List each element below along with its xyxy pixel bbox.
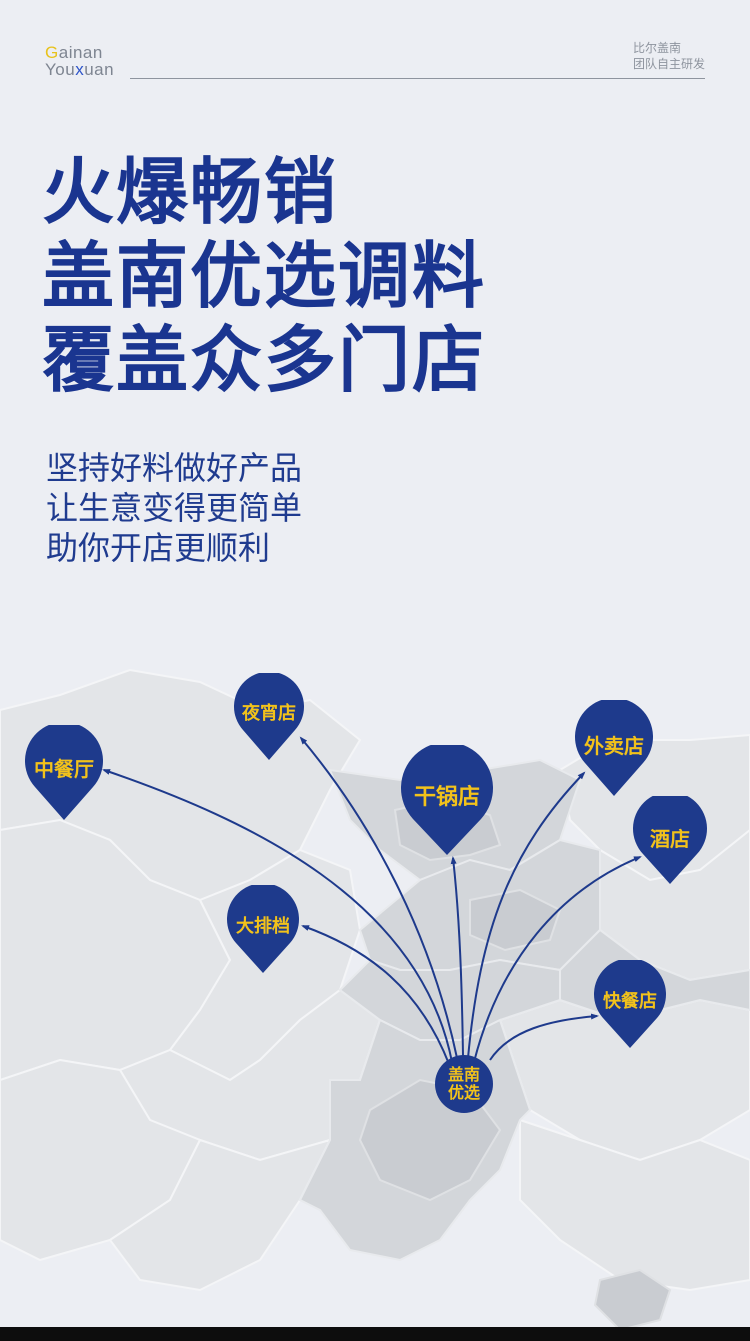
tagline-line-2: 团队自主研发 bbox=[632, 57, 705, 71]
map-pin-icon bbox=[575, 700, 653, 796]
pin-yexiaodian[interactable]: 夜宵店 bbox=[234, 673, 304, 760]
origin-gainan-youxuan[interactable]: 盖南 优选 bbox=[434, 1054, 494, 1114]
pin-dapaidang[interactable]: 大排档 bbox=[227, 885, 299, 973]
pin-label: 快餐店 bbox=[603, 991, 657, 1012]
arrow-to-ganguodian bbox=[450, 856, 464, 1057]
header-divider bbox=[130, 78, 705, 79]
headline-line-2: 盖南优选调料 bbox=[42, 234, 487, 318]
pin-label: 中餐厅 bbox=[34, 757, 94, 781]
arrow-to-kuaicandian bbox=[489, 1013, 599, 1061]
subtext-line-1: 坚持好料做好产品 bbox=[46, 449, 303, 487]
origin-label-line-1: 盖南 bbox=[447, 1065, 480, 1084]
logo-line-2: Youxuan bbox=[45, 61, 114, 78]
origin-label-line-2: 优选 bbox=[447, 1083, 480, 1102]
pin-label: 干锅店 bbox=[413, 785, 480, 810]
arrow-to-zhongcanting bbox=[102, 769, 453, 1063]
logo-x: x bbox=[75, 60, 85, 79]
subtext-line-2: 让生意变得更简单 bbox=[46, 489, 303, 527]
subtext: 坚持好料做好产品 让生意变得更简单 助你开店更顺利 bbox=[46, 448, 302, 568]
pin-jiudian[interactable]: 酒店 bbox=[633, 796, 707, 884]
map-pin-icon bbox=[633, 796, 707, 884]
arrow-to-waimaidian bbox=[467, 771, 586, 1059]
bottom-bar bbox=[0, 1327, 750, 1341]
map-pin-icon bbox=[227, 885, 299, 973]
headline: 火爆畅销 盖南优选调料 覆盖众多门店 bbox=[42, 150, 486, 402]
map-pin-icon bbox=[401, 745, 493, 855]
logo-line-1: Gainan bbox=[45, 44, 114, 61]
map-pin-icon bbox=[25, 725, 103, 820]
pin-label: 夜宵店 bbox=[242, 703, 296, 724]
tagline-line-1: 比尔盖南 bbox=[632, 41, 681, 55]
brand-tagline: 比尔盖南 团队自主研发 bbox=[633, 40, 705, 72]
logo-you: You bbox=[45, 60, 76, 79]
arrow-to-jiudian bbox=[473, 856, 642, 1063]
subtext-line-3: 助你开店更顺利 bbox=[46, 529, 271, 567]
pin-waimaidian[interactable]: 外卖店 bbox=[575, 700, 653, 796]
arrow-to-yexiaodian bbox=[299, 736, 458, 1059]
headline-line-1: 火爆畅销 bbox=[42, 150, 339, 234]
pin-zhongcanting[interactable]: 中餐厅 bbox=[25, 725, 103, 820]
origin-label: 盖南 优选 bbox=[434, 1066, 494, 1102]
pin-label: 外卖店 bbox=[584, 734, 644, 758]
map-pin-icon bbox=[234, 673, 304, 760]
arrow-to-dapaidang bbox=[301, 925, 450, 1065]
origin-circle-icon bbox=[435, 1055, 493, 1113]
logo-ainan: ainan bbox=[58, 43, 103, 62]
headline-line-3: 覆盖众多门店 bbox=[42, 318, 487, 402]
pin-ganguodian[interactable]: 干锅店 bbox=[401, 745, 493, 855]
pin-label: 酒店 bbox=[650, 827, 690, 851]
pin-kuaicandian[interactable]: 快餐店 bbox=[594, 960, 666, 1048]
map-pin-icon bbox=[594, 960, 666, 1048]
logo-uan: uan bbox=[84, 60, 115, 79]
logo-g: G bbox=[45, 43, 59, 62]
pin-label: 大排档 bbox=[236, 916, 290, 937]
brand-logo: Gainan Youxuan bbox=[45, 44, 114, 78]
